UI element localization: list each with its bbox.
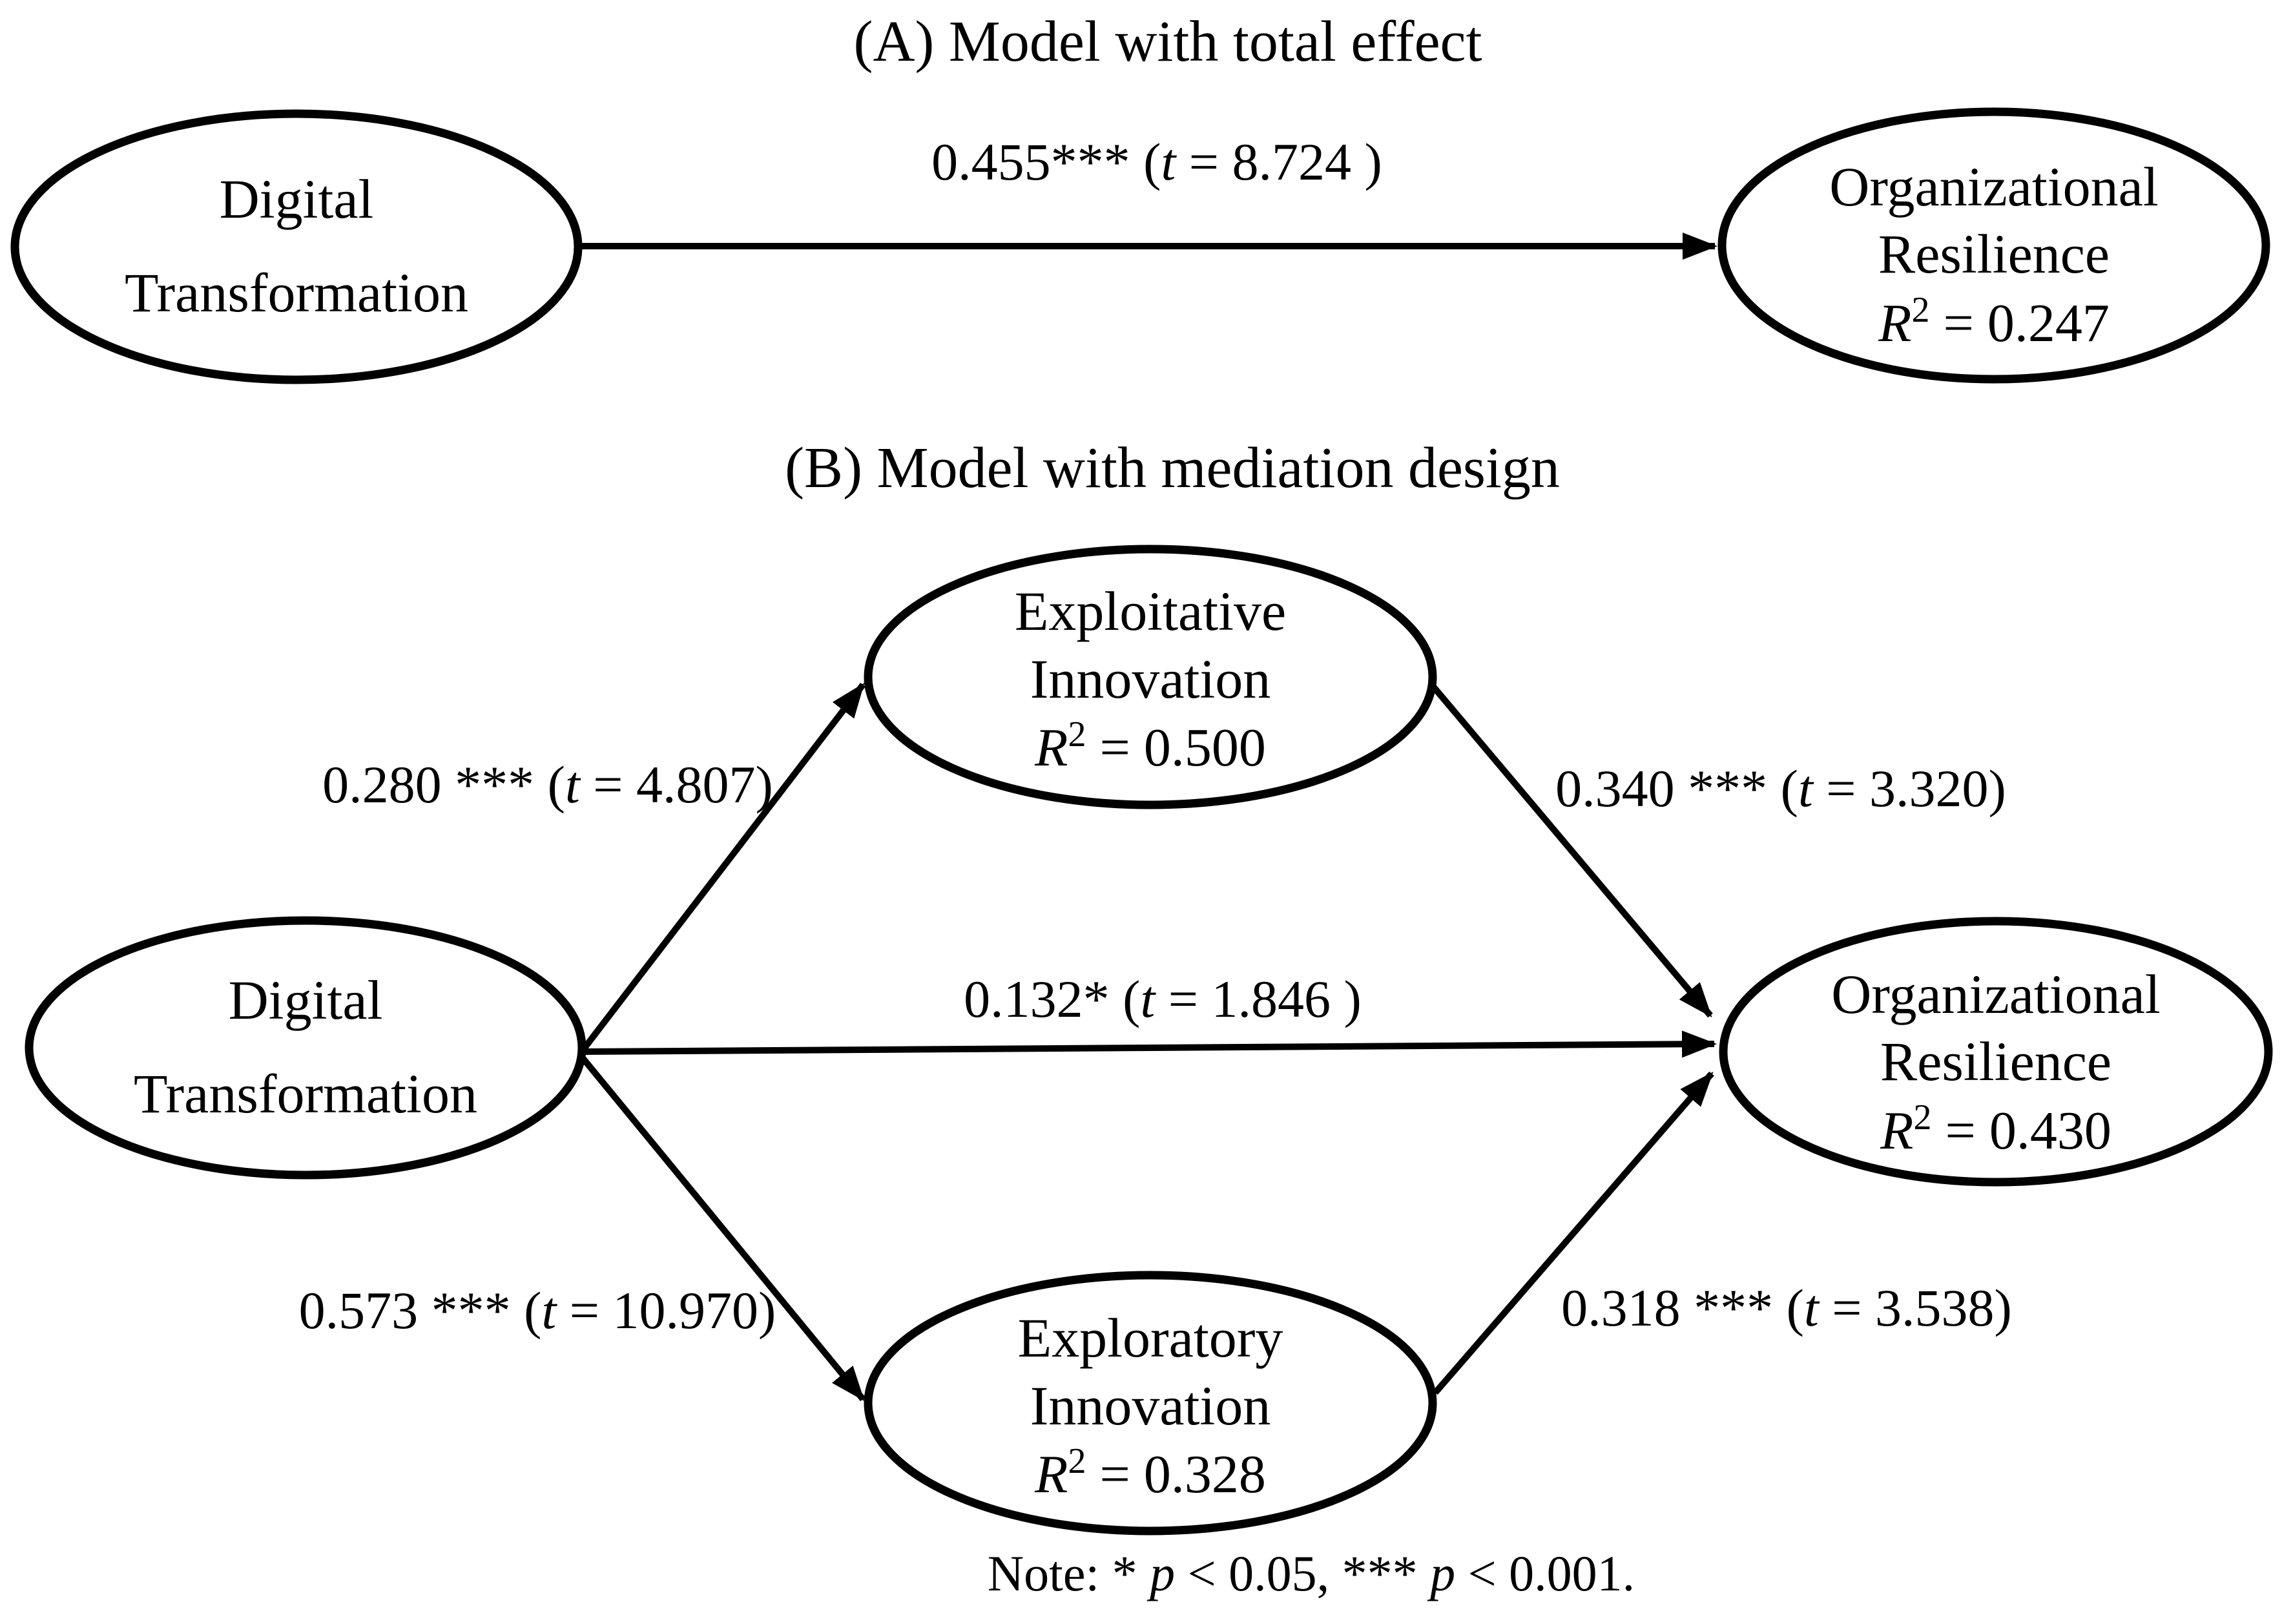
node-organizational-resilience-a: Organizational Resilience R2 = 0.247 <box>1717 107 2270 384</box>
node-explore-line1: Exploratory <box>1018 1307 1283 1369</box>
note-prefix: Note: * <box>988 1545 1150 1601</box>
node-exploitative-innovation: Exploitative Innovation R2 = 0.500 <box>864 545 1437 809</box>
edge-label-dt-or-direct: 0.132* (t = 1.846 ) <box>964 970 1362 1028</box>
node-exploratory-innovation: Exploratory Innovation R2 = 0.328 <box>864 1271 1437 1536</box>
note-p-symbol-1: p <box>1146 1545 1175 1601</box>
node-exploitative-innovation-ellipse <box>864 545 1437 809</box>
total-t-symbol: t <box>1161 132 1177 191</box>
dt-or-coefficient: 0.132* ( <box>964 970 1140 1028</box>
node-digital-transformation-b: Digital Transformation <box>25 916 586 1180</box>
node-digital-transformation-a-ellipse <box>10 109 583 384</box>
dt-or-t-symbol: t <box>1140 970 1156 1028</box>
node-or-b-line2: Resilience <box>1880 1030 2111 1092</box>
exploit-or-coefficient: 0.340 *** ( <box>1555 759 1798 818</box>
node-or-b-r2: R2 = 0.430 <box>1880 1098 2111 1161</box>
dt-explore-coefficient: 0.573 *** ( <box>299 1281 542 1340</box>
dt-or-t-value: = 1.846 ) <box>1155 970 1362 1028</box>
dt-explore-t-symbol: t <box>541 1281 557 1340</box>
node-dt-a-line1: Digital <box>220 168 374 230</box>
node-explore-r2: R2 = 0.328 <box>1034 1441 1266 1504</box>
or-b-r2-value: = 0.430 <box>1931 1101 2111 1161</box>
or-b-r2-symbol: R <box>1880 1101 1913 1161</box>
dt-exploit-t-value: = 4.807) <box>580 755 773 814</box>
exploit-or-t-value: = 3.320) <box>1813 759 2006 818</box>
node-or-a-line1: Organizational <box>1829 156 2158 218</box>
edge-label-exploratory-or: 0.318 *** (t = 3.538) <box>1561 1278 2012 1337</box>
node-dt-b-line2: Transformation <box>134 1063 477 1125</box>
or-b-r2-sup: 2 <box>1913 1098 1931 1138</box>
node-organizational-resilience-b-ellipse <box>1719 917 2273 1187</box>
exploit-r2-value: = 0.500 <box>1086 718 1265 778</box>
explore-or-t-value: = 3.538) <box>1819 1278 2012 1337</box>
dt-explore-t-value: = 10.970) <box>556 1281 776 1340</box>
node-or-b-line1: Organizational <box>1831 963 2160 1025</box>
node-organizational-resilience-b: Organizational Resilience R2 = 0.430 <box>1719 917 2273 1187</box>
node-dt-b-line1: Digital <box>229 969 383 1031</box>
node-digital-transformation-b-ellipse <box>25 916 586 1180</box>
node-dt-a-line2: Transformation <box>125 262 468 324</box>
significance-note: Note: * p < 0.05, *** p < 0.001. <box>988 1545 1635 1601</box>
explore-or-coefficient: 0.318 *** ( <box>1561 1278 1804 1337</box>
total-coefficient: 0.455*** ( <box>931 132 1161 191</box>
node-exploratory-innovation-ellipse <box>864 1271 1437 1536</box>
node-explore-line2: Innovation <box>1030 1375 1271 1437</box>
or-a-r2-value: = 0.247 <box>1929 293 2109 353</box>
dt-exploit-coefficient: 0.280 *** ( <box>322 755 565 814</box>
panel-b-title: (B) Model with mediation design <box>785 436 1560 500</box>
or-a-r2-symbol: R <box>1878 293 1911 353</box>
edge-label-total-effect: 0.455*** (t = 8.724 ) <box>931 132 1382 191</box>
exploit-r2-symbol: R <box>1034 718 1068 778</box>
panel-a-title: (A) Model with total effect <box>853 10 1482 74</box>
node-exploit-line2: Innovation <box>1030 648 1271 710</box>
node-exploit-line1: Exploitative <box>1015 580 1286 642</box>
arrow-exploitative-to-or <box>1431 685 1713 1018</box>
note-p-symbol-2: p <box>1427 1545 1455 1601</box>
edge-label-dt-exploitative: 0.280 *** (t = 4.807) <box>322 755 773 814</box>
explore-r2-value: = 0.328 <box>1086 1444 1265 1504</box>
or-a-r2-sup: 2 <box>1911 290 1929 330</box>
arrow-dt-to-exploitative <box>578 682 866 1056</box>
arrow-exploratory-to-or <box>1433 1071 1714 1395</box>
node-or-a-line2: Resilience <box>1878 223 2110 285</box>
node-digital-transformation-a: Digital Transformation <box>10 109 583 384</box>
node-exploit-r2: R2 = 0.500 <box>1034 714 1266 778</box>
edge-label-exploitative-or: 0.340 *** (t = 3.320) <box>1555 759 2006 818</box>
node-or-a-r2: R2 = 0.247 <box>1878 290 2110 353</box>
explore-or-t-symbol: t <box>1804 1278 1820 1337</box>
note-mid: < 0.05, *** <box>1175 1545 1430 1601</box>
explore-r2-symbol: R <box>1034 1444 1068 1504</box>
arrow-dt-to-or-direct <box>580 1030 1717 1058</box>
exploit-or-t-symbol: t <box>1798 759 1814 818</box>
dt-exploit-t-symbol: t <box>565 755 581 814</box>
edge-label-dt-exploratory: 0.573 *** (t = 10.970) <box>299 1281 776 1340</box>
node-organizational-resilience-a-ellipse <box>1717 107 2270 384</box>
arrow-dt-to-exploratory <box>578 1053 866 1402</box>
note-suffix: < 0.001. <box>1455 1545 1635 1601</box>
explore-r2-sup: 2 <box>1068 1441 1086 1481</box>
total-t-value: = 8.724 ) <box>1176 132 1382 191</box>
exploit-r2-sup: 2 <box>1068 714 1086 755</box>
